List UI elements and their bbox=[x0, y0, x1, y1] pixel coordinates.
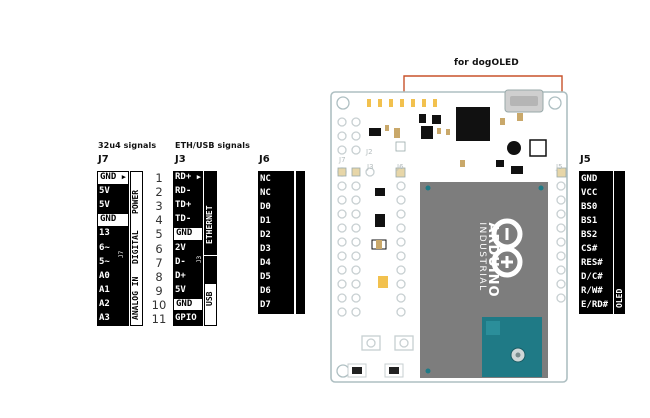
j6-pin: D3 bbox=[260, 244, 271, 254]
j5-title: J5 bbox=[580, 154, 591, 165]
j6-pin: D6 bbox=[260, 286, 271, 296]
header-32u4-signals: 32u4 signals bbox=[98, 141, 157, 150]
j3-pin: RD- bbox=[175, 186, 192, 197]
j7-pin: 13 bbox=[99, 228, 110, 239]
mount-hole bbox=[548, 96, 562, 110]
j3-pin: GND bbox=[173, 297, 203, 312]
pin-number: 11 bbox=[151, 312, 167, 326]
j5-pin: RES# bbox=[581, 258, 603, 268]
pin-number: 8 bbox=[155, 269, 163, 284]
j7-pin: 5V bbox=[99, 200, 110, 211]
j3-pin-column: RD+ ▶ RD- TD+ TD- GND 2V D- D+ 5V GND GP… bbox=[173, 171, 203, 326]
j3-pin: GND bbox=[173, 227, 203, 241]
pin-number: 9 bbox=[155, 283, 163, 298]
j5-pin: BS2 bbox=[581, 230, 598, 240]
j3-pin: TD+ bbox=[175, 200, 192, 211]
silk-j7: J7 bbox=[339, 156, 346, 164]
arduino-logo bbox=[491, 218, 523, 278]
j3-usb-bar-top bbox=[204, 256, 217, 284]
j7-title: J7 bbox=[98, 154, 109, 165]
j3-pin: 5V bbox=[175, 284, 186, 295]
j7-pin: A2 bbox=[99, 298, 110, 309]
j5-pin: D/C# bbox=[581, 272, 603, 282]
j7-pin: 6~ bbox=[99, 242, 110, 253]
silk-j5: J5 bbox=[556, 163, 563, 171]
j7-pin: A0 bbox=[99, 270, 110, 281]
j6-pin: D0 bbox=[260, 202, 271, 212]
j5-pin: E/RD# bbox=[581, 300, 609, 310]
j6-pin: D7 bbox=[260, 300, 271, 310]
j3-pin: D- bbox=[175, 256, 186, 267]
j6-pin: D4 bbox=[260, 258, 271, 268]
j6-pin: NC bbox=[260, 188, 271, 198]
j3-ethernet-bar bbox=[204, 171, 217, 255]
led-row bbox=[367, 99, 437, 107]
j5-pin: VCC bbox=[581, 188, 598, 198]
j7-pin: GND bbox=[97, 213, 129, 227]
j5-pin: BS0 bbox=[581, 202, 598, 212]
pin-number: 3 bbox=[155, 199, 163, 214]
pin-number: 10 bbox=[151, 297, 167, 312]
pin-number: 7 bbox=[155, 255, 163, 270]
j7-pin-column: GND ▶ 5V 5V GND 13 6~ 5~ A0 A1 A2 A3 bbox=[97, 171, 129, 326]
j6-pin: D2 bbox=[260, 230, 271, 240]
header-j5 bbox=[556, 181, 566, 303]
j6-title: J6 bbox=[259, 154, 270, 165]
header-eth-usb-signals: ETH/USB signals bbox=[175, 141, 251, 150]
j5-pin-column: GND VCC BS0 BS1 BS2 CS# RES# D/C# R/W# E… bbox=[579, 171, 613, 314]
j7-group-bar bbox=[130, 171, 143, 326]
j6-pin: D5 bbox=[260, 272, 271, 282]
dogoled-label: for dogOLED bbox=[454, 58, 519, 68]
j7-pin: 5~ bbox=[99, 256, 110, 267]
j3-title: J3 bbox=[175, 154, 186, 165]
header-j7 bbox=[337, 117, 361, 155]
silk-j2: J2 bbox=[366, 148, 373, 156]
pin-number: 4 bbox=[155, 213, 163, 228]
j3-pin: 2V bbox=[175, 242, 186, 253]
j6-pin: NC bbox=[260, 174, 271, 184]
j5-group-bar bbox=[614, 171, 625, 314]
silk-j3: J3 bbox=[367, 163, 374, 171]
mount-hole bbox=[336, 96, 350, 110]
silk-j6: J6 bbox=[397, 163, 404, 171]
j3-pin: D+ bbox=[175, 270, 186, 281]
j7-pin: GND ▶ bbox=[97, 171, 129, 185]
pin-number: 2 bbox=[155, 185, 163, 200]
j5-pin: GND bbox=[581, 174, 598, 184]
j6-pin: D1 bbox=[260, 216, 271, 226]
header-j3 bbox=[365, 167, 406, 317]
j6-group-bar bbox=[296, 171, 305, 314]
j3-pin: RD+ ▶ bbox=[175, 172, 201, 182]
j7-pin: A1 bbox=[99, 284, 110, 295]
header-j7-pins bbox=[337, 167, 361, 317]
j3-pin: TD- bbox=[175, 214, 192, 225]
main-chip bbox=[456, 107, 490, 141]
j7-pin: A3 bbox=[99, 313, 110, 323]
logo-sub-text: INDUSTRIAL bbox=[477, 222, 487, 292]
j5-pin: BS1 bbox=[581, 216, 598, 226]
j5-pin: R/W# bbox=[581, 286, 603, 296]
j6-pin-column: NC NC D0 D1 D2 D3 D4 D5 D6 D7 bbox=[258, 171, 294, 314]
j5-pin: CS# bbox=[581, 244, 598, 254]
pin-number: 1 bbox=[155, 171, 163, 185]
capacitor bbox=[507, 141, 521, 155]
pin-number: 5 bbox=[155, 227, 163, 242]
j7-pin: 5V bbox=[99, 186, 110, 197]
j3-pin: GPIO bbox=[175, 313, 197, 323]
pin-number: 6 bbox=[155, 241, 163, 256]
